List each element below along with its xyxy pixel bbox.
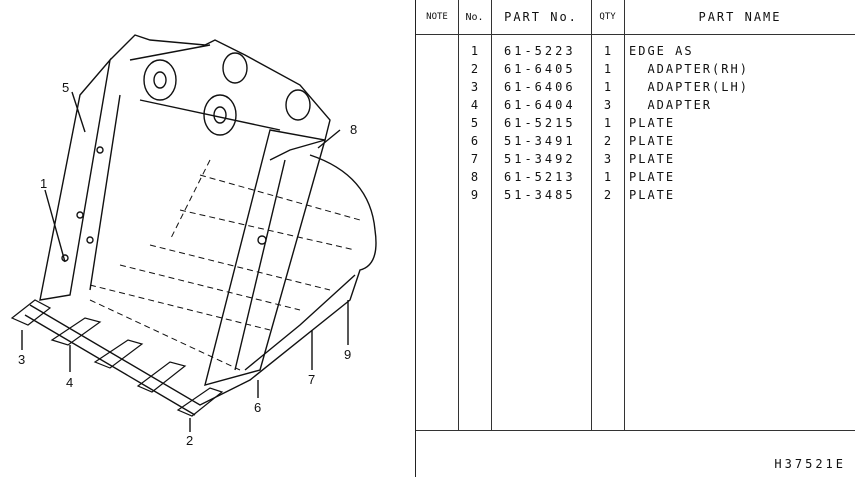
callout-1: 1 [40, 176, 48, 191]
row-part-name: ADAPTER(LH) [629, 80, 749, 94]
row-part-no: 51-3485 [504, 188, 576, 202]
callout-5: 5 [62, 80, 70, 95]
row-no: 7 [470, 152, 479, 166]
table-row: 2 61-6405 1 ADAPTER(RH) [416, 62, 855, 80]
row-part-no: 61-5213 [504, 170, 576, 184]
header-part-no: PART No. [504, 10, 578, 24]
row-no: 8 [470, 170, 479, 184]
row-part-no: 51-3492 [504, 152, 576, 166]
bucket-illustration [10, 34, 377, 432]
row-qty: 1 [603, 44, 612, 58]
callout-6: 6 [254, 400, 262, 415]
parts-table: NOTE No. PART No. QTY PART NAME 1 61-5223… [415, 0, 855, 477]
row-no: 3 [470, 80, 479, 94]
row-part-no: 51-3491 [504, 134, 576, 148]
row-part-no: 61-6405 [504, 62, 576, 76]
row-qty: 1 [603, 170, 612, 184]
callout-7: 7 [308, 372, 316, 387]
bucket-drawing: 5 1 8 3 4 2 6 7 9 [0, 0, 410, 477]
row-part-name: ADAPTER(RH) [629, 62, 749, 76]
callout-4: 4 [66, 375, 74, 390]
table-row: 3 61-6406 1 ADAPTER(LH) [416, 80, 855, 98]
header-qty: QTY [599, 12, 616, 22]
row-qty: 1 [603, 116, 612, 130]
row-part-no: 61-6404 [504, 98, 576, 112]
header-no: No. [465, 11, 484, 23]
row-part-name: EDGE AS [629, 44, 694, 58]
row-part-name: PLATE [629, 116, 676, 130]
row-part-name: PLATE [629, 188, 676, 202]
row-part-no: 61-6406 [504, 80, 576, 94]
callout-9: 9 [344, 347, 352, 362]
row-part-name: ADAPTER [629, 98, 713, 112]
row-no: 1 [470, 44, 479, 58]
table-row: 9 51-3485 2 PLATE [416, 188, 855, 206]
row-part-name: PLATE [629, 134, 676, 148]
row-qty: 2 [603, 134, 612, 148]
row-qty: 3 [603, 152, 612, 166]
row-no: 4 [470, 98, 479, 112]
row-qty: 3 [603, 98, 612, 112]
table-row: 8 61-5213 1 PLATE [416, 170, 855, 188]
table-row: 5 61-5215 1 PLATE [416, 116, 855, 134]
header-part-name: PART NAME [698, 10, 782, 24]
table-row: 1 61-5223 1 EDGE AS [416, 44, 855, 62]
row-part-name: PLATE [629, 152, 676, 166]
table-row: 6 51-3491 2 PLATE [416, 134, 855, 152]
row-part-no: 61-5223 [504, 44, 576, 58]
row-no: 6 [470, 134, 479, 148]
row-part-no: 61-5215 [504, 116, 576, 130]
table-row: 7 51-3492 3 PLATE [416, 152, 855, 170]
header-note: NOTE [426, 12, 448, 22]
row-qty: 2 [603, 188, 612, 202]
row-part-name: PLATE [629, 170, 676, 184]
row-qty: 1 [603, 80, 612, 94]
row-qty: 1 [603, 62, 612, 76]
row-no: 9 [470, 188, 479, 202]
table-row: 4 61-6404 3 ADAPTER [416, 98, 855, 116]
callout-3: 3 [18, 352, 26, 367]
row-no: 5 [470, 116, 479, 130]
callout-2: 2 [186, 433, 194, 448]
drawing-code: H37521E [774, 457, 846, 471]
callout-8: 8 [350, 122, 358, 137]
row-no: 2 [470, 62, 479, 76]
